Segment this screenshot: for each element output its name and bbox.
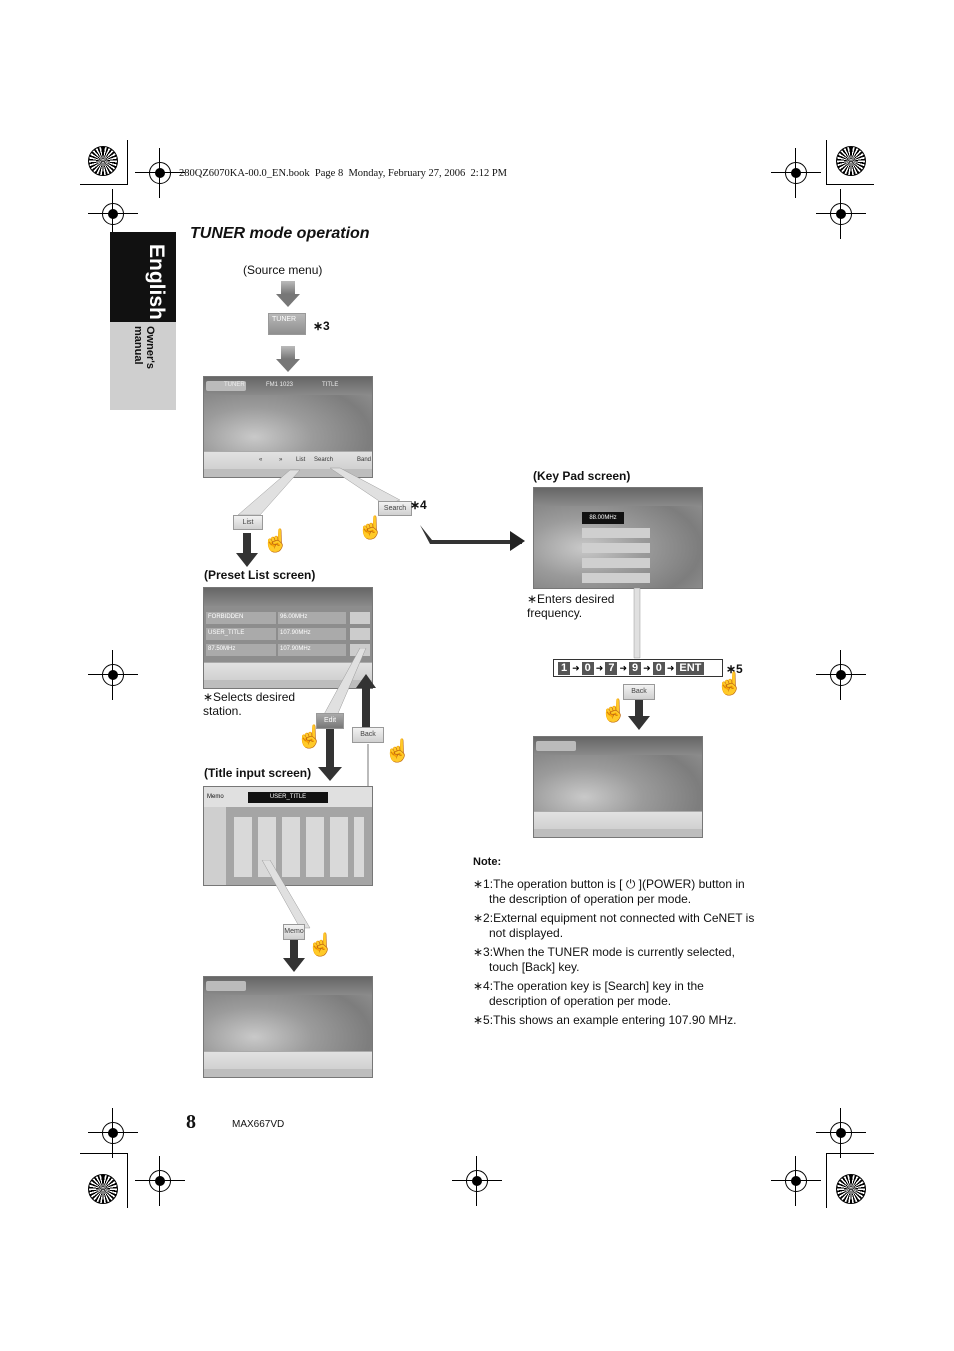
notes-heading: Note: (473, 856, 502, 868)
touch-hand-icon: ☝ (262, 528, 290, 553)
touch-hand-icon: ☝ (307, 932, 335, 957)
keypad-title: (Key Pad screen) (533, 469, 631, 483)
tuner-screen (203, 976, 373, 1078)
registration-mark (88, 650, 138, 700)
down-arrow (276, 281, 300, 307)
crop-line (80, 184, 128, 185)
back-button[interactable]: Back (352, 727, 384, 743)
registration-mark (816, 650, 866, 700)
title-field[interactable]: USER_TITLE (248, 792, 328, 803)
crop-line (826, 140, 827, 185)
registration-mark (816, 1108, 866, 1158)
registration-mark (452, 1156, 502, 1206)
color-target-mark (836, 1174, 866, 1204)
flow-connector-lines (261, 860, 311, 929)
registration-mark (135, 1156, 185, 1206)
color-target-mark (836, 146, 866, 176)
touch-hand-icon: ☝ (600, 698, 628, 723)
memo-button[interactable]: Memo (283, 924, 305, 940)
enter-key[interactable]: ENT (676, 661, 705, 675)
down-arrow-head (318, 767, 342, 781)
key-0[interactable]: 0 (581, 661, 594, 675)
note-item: ∗2:External equipment not connected with… (473, 910, 755, 941)
registration-mark (88, 189, 138, 239)
key-7[interactable]: 7 (605, 661, 618, 675)
list-button[interactable]: List (233, 515, 263, 530)
color-target-mark (88, 1174, 118, 1204)
title-input-screen: Memo USER_TITLE (203, 786, 373, 886)
registration-mark (135, 148, 185, 198)
flow-connector-lines (321, 648, 376, 788)
keypad-screen: 88.00MHz (533, 487, 703, 589)
preset-list-title: (Preset List screen) (204, 568, 316, 582)
key-sequence: 1➜ 0➜ 7➜ 9➜ 0➜ ENT (553, 659, 723, 677)
book-header-line: 280QZ6070KA-00.0_EN.book Page 8 Monday, … (179, 168, 508, 179)
down-arrow (276, 346, 300, 372)
search-button[interactable]: Search (378, 501, 412, 516)
notes-section: Note: ∗1:The operation button is [ ⏻ ](P… (473, 855, 763, 1031)
frequency-display: 88.00MHz (582, 512, 624, 524)
crop-line (80, 1153, 128, 1154)
back-button[interactable]: Back (623, 684, 655, 700)
edit-button[interactable]: Edit (316, 713, 344, 729)
right-arrow-head (510, 531, 525, 551)
note-item: ∗4:The operation key is [Search] key in … (473, 978, 704, 1009)
memo-key[interactable]: Memo (207, 794, 224, 800)
registration-mark (771, 1156, 821, 1206)
crop-line (826, 1153, 874, 1154)
touch-hand-icon: ☝ (716, 671, 744, 696)
note-item: ∗3:When the TUNER mode is currently sele… (473, 944, 735, 975)
language-side-tab: English Owner's manual (110, 232, 176, 410)
keypad-note: ∗Enters desired frequency. (527, 592, 615, 620)
tuner-source-button[interactable]: TUNER (268, 313, 306, 335)
ref-note-4: ∗4 (410, 498, 427, 512)
crop-line (127, 140, 128, 185)
ref-note-5: ∗5 (726, 662, 743, 676)
title-input-title: (Title input screen) (204, 766, 312, 780)
crop-line (127, 1153, 128, 1208)
screen-mode-label: TUNER (224, 382, 245, 388)
tuner-screen (533, 736, 703, 838)
key-0[interactable]: 0 (652, 661, 665, 675)
model-number: MAX667VD (232, 1119, 285, 1130)
registration-mark (771, 148, 821, 198)
registration-mark (816, 189, 866, 239)
touch-hand-icon: ☝ (357, 515, 385, 540)
touch-hand-icon: ☝ (384, 738, 412, 763)
crop-line (826, 1153, 827, 1208)
note-item: ∗5:This shows an example entering 107.90… (473, 1012, 737, 1027)
manual-label: Owner's manual (132, 326, 156, 369)
key-1[interactable]: 1 (558, 661, 571, 675)
crop-line (826, 184, 874, 185)
preset-list-screen: FORBIDDEN USER_TITLE 87.50MHz 96.00MHz 1… (203, 587, 373, 689)
color-target-mark (88, 146, 118, 176)
page-number: 8 (186, 1111, 196, 1133)
language-label: English (145, 244, 168, 320)
touch-hand-icon: ☝ (296, 724, 324, 749)
flow-connector-lines (237, 467, 522, 544)
source-menu-label: (Source menu) (243, 263, 323, 277)
registration-mark (88, 1108, 138, 1158)
preset-note: ∗Selects desired station. (203, 690, 296, 718)
key-9[interactable]: 9 (629, 661, 642, 675)
ref-note-3: ∗3 (313, 319, 330, 333)
flow-connector-lines (633, 588, 641, 659)
section-title: TUNER mode operation (190, 225, 370, 242)
note-item: ∗1:The operation button is [ ⏻ ](POWER) … (473, 876, 745, 907)
